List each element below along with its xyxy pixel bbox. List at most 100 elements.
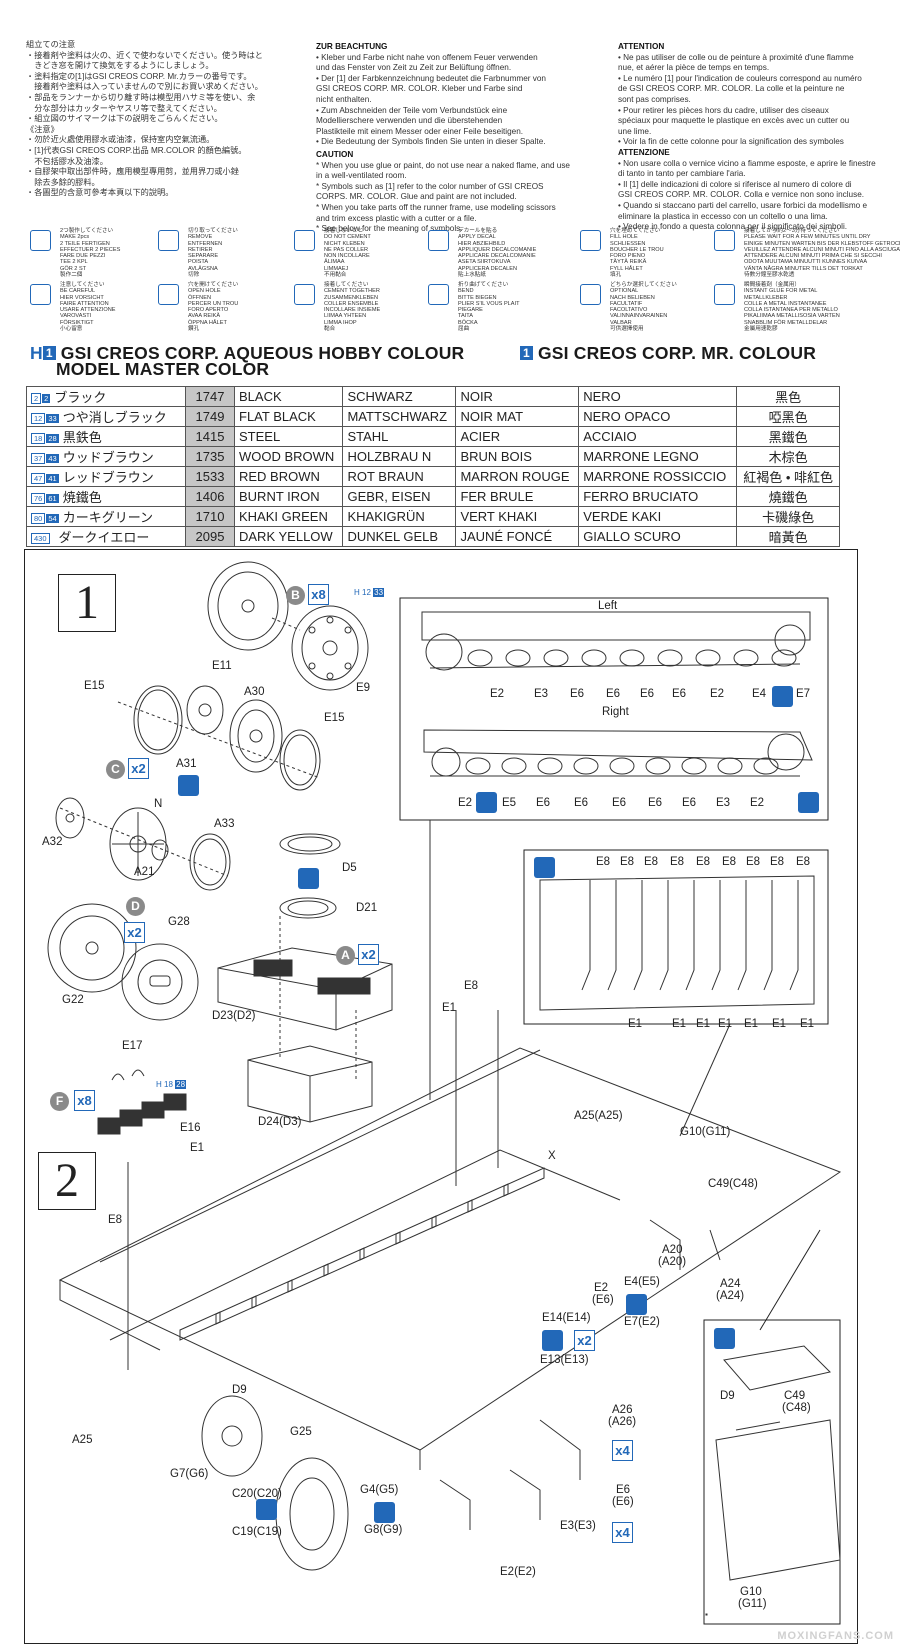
torsion-bar — [287, 1263, 329, 1293]
note-line: and trim excess plastic with a cutter or… — [316, 213, 477, 223]
suspension-arm — [607, 880, 617, 991]
note-jp-line: ・接着剤や塗料は火の、近くで使わないでください。使う時はと — [26, 50, 263, 60]
paint-name-de: MATTSCHWARZ — [342, 406, 457, 427]
part-label-g25: G25 — [290, 1426, 312, 1438]
note-line: * When you use glue or paint, do not use… — [316, 160, 570, 170]
track-left-title: Left — [598, 600, 618, 612]
detail-part-e8: E8 — [644, 856, 659, 868]
optional-icon — [178, 775, 199, 796]
note-line: und das Fenster von Zeit zu Zeit zur Bel… — [316, 63, 512, 73]
symbol-line: 待數分鐘至膠水乾透 — [744, 272, 795, 279]
model-master-code: 1747 — [185, 386, 235, 407]
paint-name-zh: 紅褐色 • 啡紅色 — [736, 466, 840, 487]
part-label-a30: A30 — [244, 686, 265, 698]
symbol-line: USARE ATTENZIONE — [60, 307, 116, 314]
aqueous-chip-h: H — [30, 343, 43, 363]
step-2-number: 2 — [38, 1152, 96, 1210]
optional-icon — [626, 1294, 647, 1315]
part-label-g22: G22 — [62, 994, 84, 1006]
track-right-part: E3 — [716, 797, 731, 809]
symbol-line: 填孔 — [610, 272, 622, 279]
symbol-line: 切り取ってください — [188, 228, 238, 234]
paint-code-f: H 18 28 — [156, 1080, 187, 1089]
note-line: eliminare la plastica in eccesso con un … — [618, 211, 828, 221]
road-wheel — [733, 649, 759, 667]
paint-name-en: FLAT BLACK — [233, 406, 344, 427]
part-label-e14: E14(E14) — [542, 1312, 591, 1324]
part-label-e13: E13(E13) — [540, 1354, 589, 1366]
symbol-line: LIMMAEJ — [324, 265, 349, 272]
decal-icon — [428, 230, 449, 251]
track-right-part: E5 — [502, 797, 517, 809]
paint-name-zh: 木棕色 — [736, 446, 840, 467]
track-right-part: E6 — [612, 797, 627, 809]
optional-icon — [772, 686, 793, 707]
note-line: * Symbols such as [1] refer to the color… — [316, 181, 544, 191]
wheel-e9 — [291, 605, 369, 691]
symbol-line: ÖFFNEN — [188, 294, 211, 301]
detail-part-e1: E1 — [772, 1018, 787, 1030]
step-1-number: 1 — [58, 574, 116, 632]
multiply-x2-badge: x2 — [124, 922, 145, 943]
hull-main — [58, 1047, 842, 1470]
track-right-part: E6 — [648, 797, 663, 809]
suspension-arm — [789, 880, 799, 991]
mr-colour-header: 1 GSI CREOS CORP. MR. COLOUR — [520, 343, 816, 364]
sprocket-g4 — [275, 1457, 349, 1571]
torsion-bar — [323, 1247, 365, 1277]
suspension-arm — [763, 880, 773, 991]
track-right-part: E2 — [458, 797, 473, 809]
track-left-part: E4 — [752, 688, 767, 700]
symbol-line: FORO PIENO — [610, 253, 646, 260]
fill-hole-icon — [580, 230, 601, 251]
track-right-title: Right — [602, 706, 629, 718]
road-wheel — [771, 649, 797, 667]
symbol-line: 可供選擇使用 — [610, 326, 644, 333]
note-line: • Pour retirer les pièces hors du cadre,… — [618, 105, 829, 115]
notes-it-title: ATTENZIONE — [618, 147, 670, 157]
mr-colour-title: GSI CREOS CORP. MR. COLOUR — [537, 343, 817, 363]
road-wheel — [717, 757, 743, 775]
torsion-bar — [179, 1311, 221, 1341]
symbol-line: 穴を開けてください — [188, 282, 239, 288]
suspension-arm — [633, 880, 643, 991]
note-line: in a well-ventilated room. — [316, 171, 407, 181]
paint-name-fr: MARRON ROUGE — [455, 466, 580, 487]
symbol-line: FACOLTATIVO — [610, 307, 648, 314]
symbol-line: 瞬間接着剤（金属用） — [744, 282, 800, 288]
suspension-arm — [659, 880, 669, 991]
ring-e15-b — [279, 729, 321, 791]
remove-icon — [158, 230, 179, 251]
model-master-header: MODEL MASTER COLOR — [56, 359, 269, 380]
note-jp-line: ・組立図のサイマークは下の説明をごらんください。 — [26, 114, 223, 124]
detail-part-e8: E8 — [722, 856, 737, 868]
note-line: spéciaux pour maquette le plastique en e… — [618, 116, 850, 126]
note-line: nicht enthalten. — [316, 94, 372, 104]
aqueous-chip-num: 1 — [42, 346, 56, 360]
paint-name-it: NERO OPACO — [578, 406, 738, 427]
detail-part-e8: E8 — [670, 856, 685, 868]
paint-name-de: DUNKEL GELB — [342, 526, 457, 547]
symbol-line: SCHLIESSEN — [610, 240, 646, 247]
model-master-code: 1533 — [185, 466, 235, 487]
symbol-line: BOUCHER LE TROU — [610, 246, 664, 253]
road-wheel — [681, 757, 707, 775]
wheel-e11 — [207, 561, 289, 651]
symbol-line: LIMMA IHOP — [324, 319, 357, 326]
part-label-a21: A21 — [134, 866, 155, 878]
symbol-line: LIIMAA YHTEEN — [324, 313, 367, 320]
inset-label-g10: G10 — [740, 1586, 762, 1598]
paint-name-zh: 暗黃色 — [736, 526, 840, 547]
hub-a30 — [186, 685, 224, 735]
symbol-line: CEMENT TOGETHER — [324, 288, 380, 295]
note-line: • Voir la fin de cette colonne pour la s… — [618, 137, 844, 147]
paint-name-jp: 黒鉄色 — [62, 430, 102, 445]
part-label-e8b: E8 — [108, 1214, 123, 1226]
note-line: • Vedere in fondo a questa colonna per i… — [618, 222, 848, 232]
symbol-line: NACH BELIEBEN — [610, 294, 655, 301]
part-label-a31: A31 — [176, 758, 197, 770]
wait-icon — [714, 230, 735, 251]
